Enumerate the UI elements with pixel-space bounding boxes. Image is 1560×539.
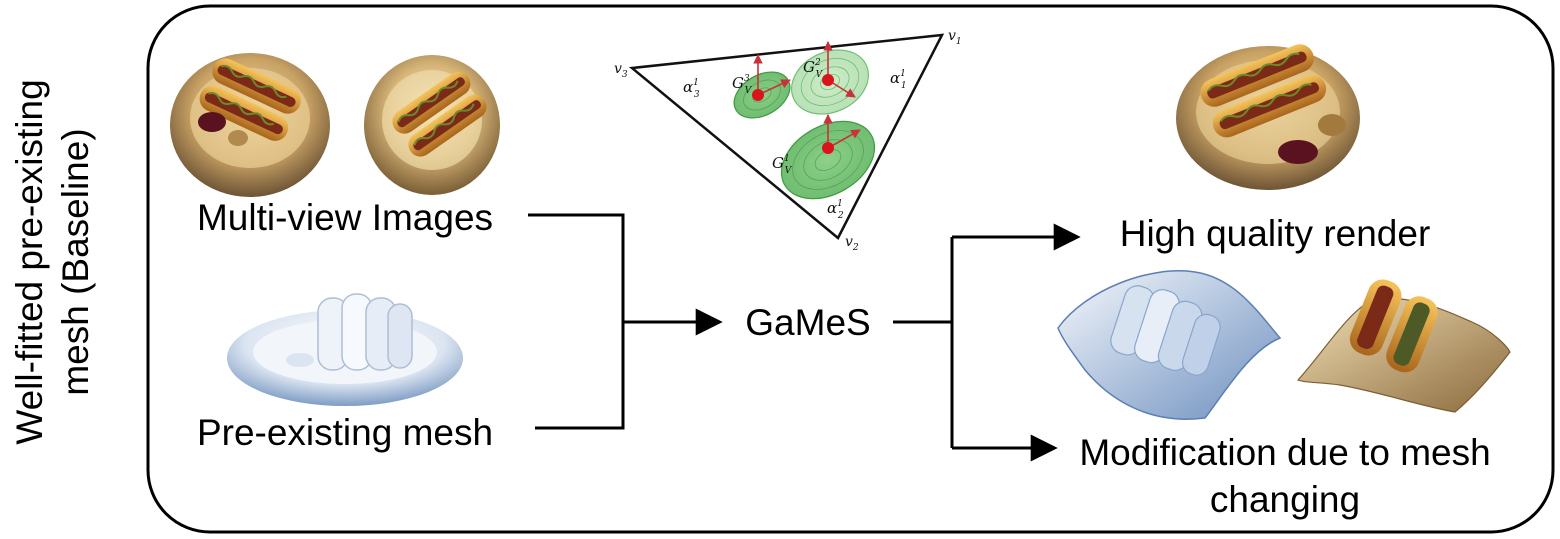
output-connectors bbox=[893, 223, 1081, 462]
svg-text:G3V: G3V bbox=[732, 74, 753, 96]
svg-text:α11: α11 bbox=[890, 69, 907, 91]
food-plate-icon bbox=[170, 53, 330, 197]
food-plate-icon bbox=[1296, 279, 1511, 413]
pipeline-frame bbox=[146, 4, 1555, 534]
side-label: Well-fitted pre-existing mesh (Baseline) bbox=[9, 79, 96, 444]
side-label-line2: mesh (Baseline) bbox=[55, 128, 96, 395]
multi-view-images-label: Multi-view Images bbox=[197, 197, 493, 238]
pre-existing-mesh-label: Pre-existing mesh bbox=[197, 412, 493, 453]
food-plate-icon bbox=[1176, 44, 1360, 190]
high-quality-render-label: High quality render bbox=[1120, 213, 1431, 254]
input-connectors bbox=[528, 213, 723, 430]
mesh-plate-icon bbox=[1057, 270, 1282, 420]
svg-text:α12: α12 bbox=[827, 199, 844, 221]
food-plate-icon bbox=[364, 55, 500, 195]
mesh-plate-icon bbox=[227, 293, 463, 406]
svg-text:v2: v2 bbox=[845, 234, 859, 253]
svg-text:G2V: G2V bbox=[803, 58, 824, 80]
games-method-label: GaMeS bbox=[745, 302, 870, 343]
svg-text:v1: v1 bbox=[948, 28, 962, 47]
svg-text:α13: α13 bbox=[683, 78, 700, 100]
modification-label-line1: Modification due to mesh bbox=[1079, 432, 1490, 473]
svg-text:G1V: G1V bbox=[772, 154, 793, 176]
side-label-line1: Well-fitted pre-existing bbox=[9, 79, 50, 444]
svg-text:v3: v3 bbox=[614, 61, 628, 80]
modification-label-line2: changing bbox=[1210, 479, 1360, 520]
